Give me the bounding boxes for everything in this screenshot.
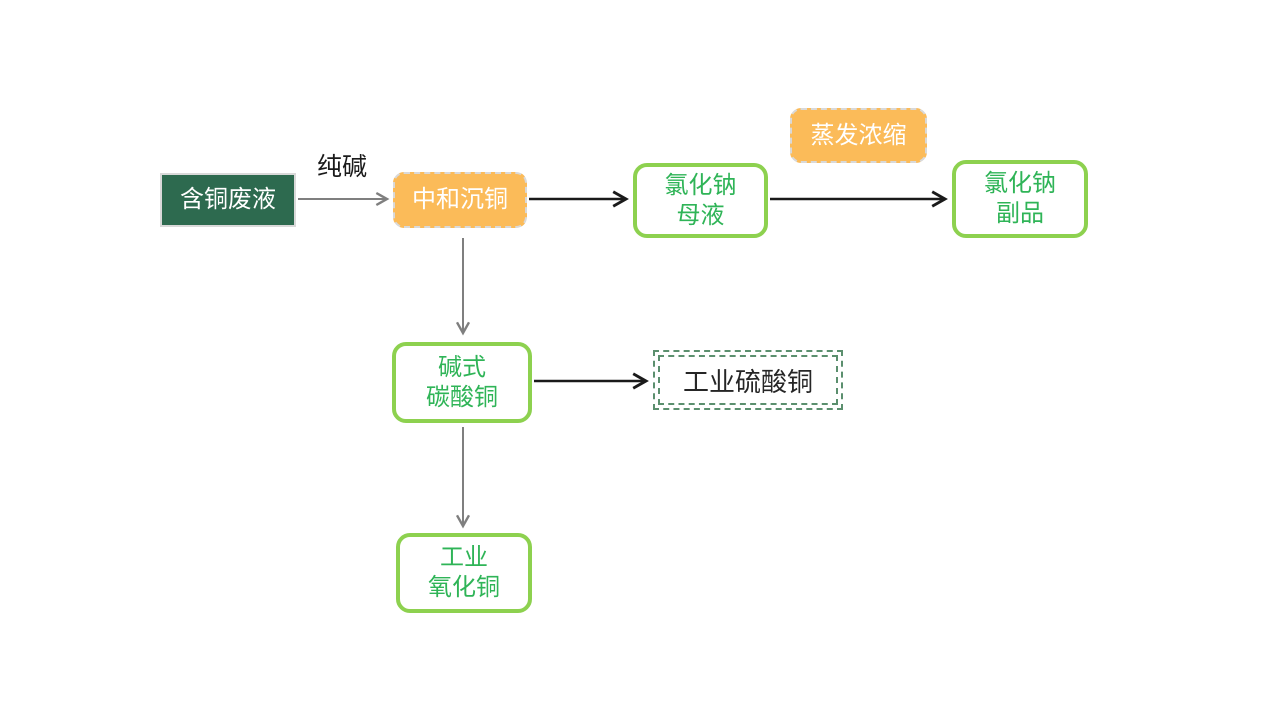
node-industrial-copper-sulfate: 工业硫酸铜	[653, 350, 843, 410]
node-neutralize-precipitate-copper: 中和沉铜	[393, 172, 527, 228]
edge-label-soda-ash: 纯碱	[316, 153, 367, 181]
node-evaporation-concentration: 蒸发浓缩	[790, 108, 927, 163]
node-sodium-chloride-byproduct: 氯化钠 副品	[952, 160, 1088, 238]
node-sodium-chloride-mother-liquor: 氯化钠 母液	[633, 163, 768, 238]
node-industrial-copper-sulfate-label: 工业硫酸铜	[658, 355, 838, 405]
node-copper-waste-liquid: 含铜废液	[160, 173, 296, 227]
node-basic-copper-carbonate: 碱式 碳酸铜	[392, 342, 532, 423]
node-industrial-copper-oxide: 工业 氧化铜	[396, 533, 532, 613]
